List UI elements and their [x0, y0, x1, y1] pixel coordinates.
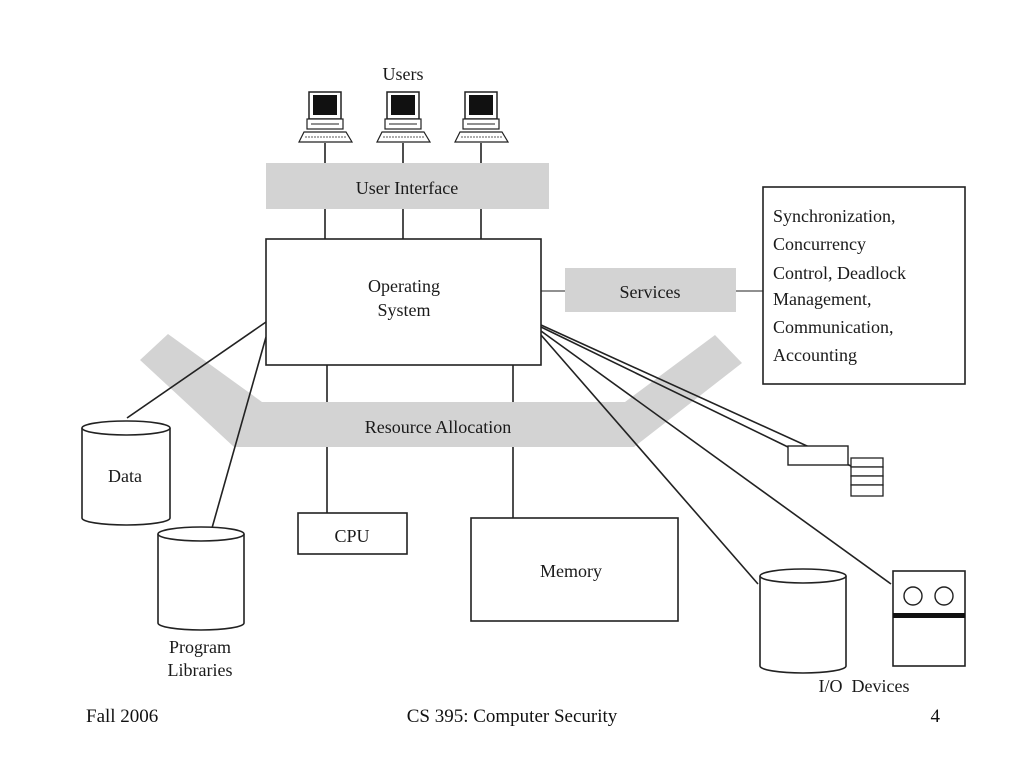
operating-system-label-line2: System — [377, 300, 430, 320]
services-description-line2: Concurrency — [773, 234, 866, 254]
io-disk-cylinder — [759, 568, 847, 674]
connector-lines — [126, 143, 892, 585]
resource-allocation-label: Resource Allocation — [365, 417, 511, 437]
program-libraries-cylinder — [157, 526, 245, 631]
services-label: Services — [620, 282, 681, 302]
footer-date: Fall 2006 — [86, 706, 159, 727]
operating-system-box — [265, 238, 542, 366]
users-label: Users — [383, 64, 424, 84]
user-computer-icon — [454, 91, 510, 143]
services-description-line1: Synchronization, — [773, 206, 895, 226]
io-terminal-icon — [787, 445, 849, 466]
program-libraries-label-line2: Libraries — [168, 660, 233, 680]
cpu-box — [297, 512, 408, 555]
footer-page-number: 4 — [930, 706, 941, 727]
operating-system-label-line1: Operating — [368, 276, 440, 296]
data-label: Data — [108, 466, 142, 486]
services-description-line3: Control, Deadlock — [773, 263, 906, 283]
memory-label: Memory — [540, 561, 602, 581]
memory-box — [470, 517, 679, 622]
resource-allocation-band — [140, 334, 742, 447]
io-stack-icon — [850, 457, 884, 497]
cpu-label: CPU — [334, 526, 369, 546]
services-description-line4: Management, — [773, 289, 871, 309]
services-description-line6: Accounting — [773, 345, 857, 365]
user-interface-label: User Interface — [356, 178, 458, 198]
user-computer-icon — [298, 91, 354, 143]
footer-course: CS 395: Computer Security — [406, 706, 618, 727]
services-description-line5: Communication, — [773, 317, 894, 337]
io-devices-label: I/O Devices — [819, 676, 910, 696]
io-tape-drive-icon — [892, 570, 966, 667]
user-computer-icon — [376, 91, 432, 143]
user-interface-band — [266, 163, 549, 209]
data-cylinder — [81, 420, 171, 526]
services-description-box — [762, 186, 966, 385]
program-libraries-label-line1: Program — [169, 637, 231, 657]
services-band — [565, 268, 736, 312]
